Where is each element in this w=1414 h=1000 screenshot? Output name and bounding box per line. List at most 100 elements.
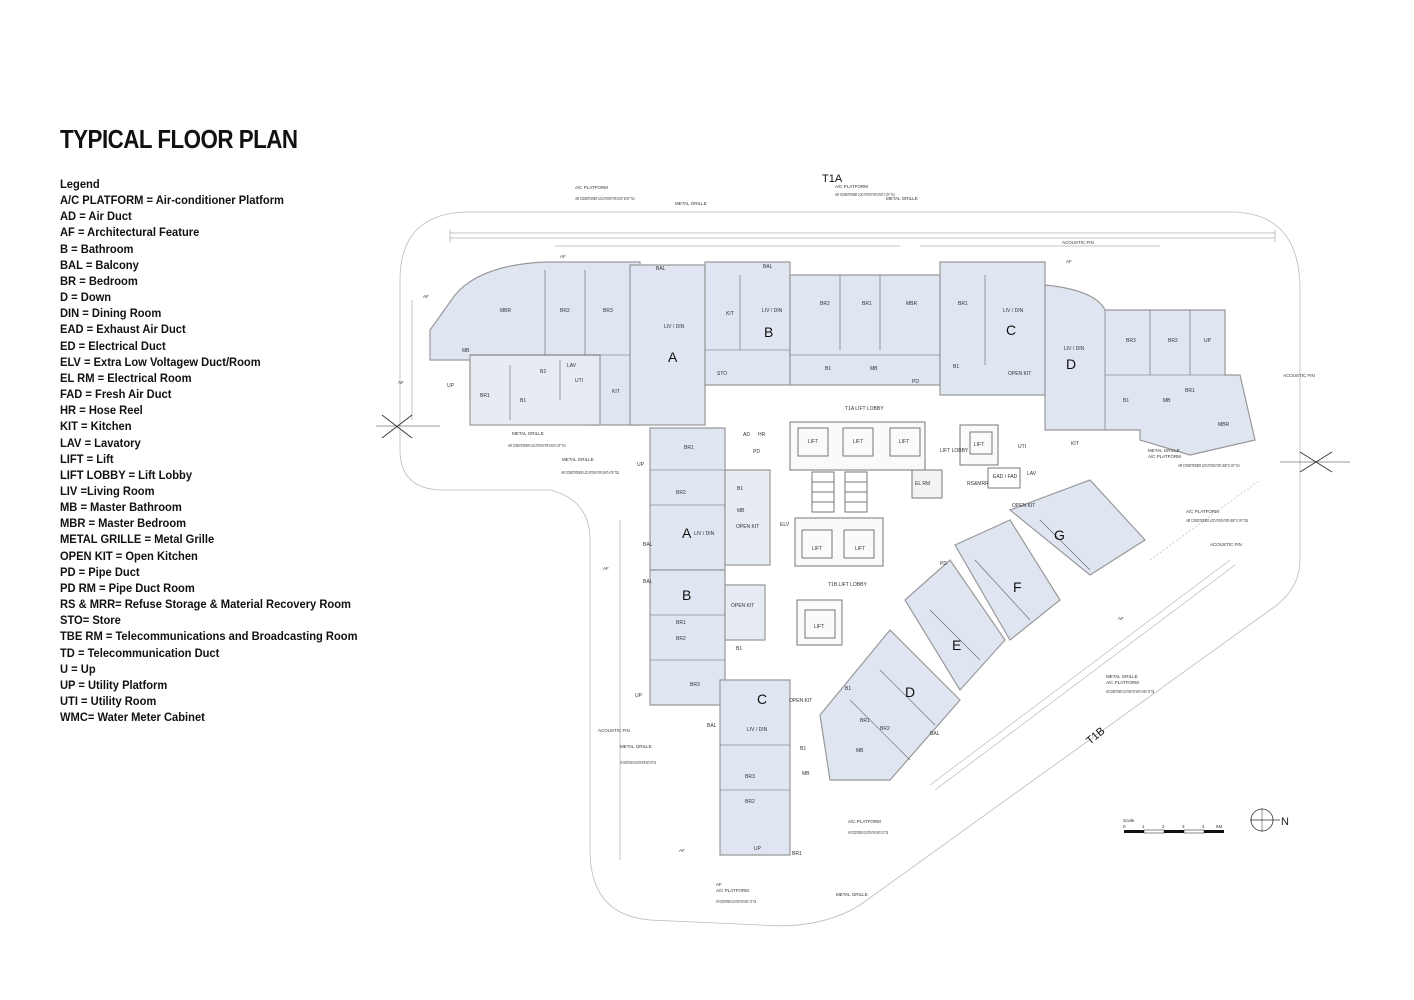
room-label: BR2 [676, 490, 686, 496]
note-ac-location: AIR CONDITIONER LOCATION FOR UNIT A OF T… [561, 470, 619, 475]
room-label: MBR [906, 301, 918, 307]
legend-item: FAD = Fresh Air Duct [60, 387, 172, 402]
unit-t1b-a-kitchen [724, 469, 771, 566]
unit-t1a-a-service [469, 354, 601, 426]
room-label: LIV / DIN [1064, 346, 1085, 352]
room-label: BR1 [860, 718, 870, 724]
note-af: AF [398, 380, 404, 385]
note-metal-grille: METAL GRILLE [675, 201, 707, 206]
room-label: BAL [656, 266, 666, 272]
note-af: AF [560, 254, 566, 259]
ad-label: AD [743, 432, 750, 438]
lift-label: LIFT [808, 439, 818, 445]
note-af: AF [679, 848, 685, 853]
scale-tick: 2 [1162, 824, 1165, 829]
room-label: BR3 [603, 308, 613, 314]
room-label: PD [912, 379, 919, 385]
legend-item: LIV =Living Room [60, 483, 155, 498]
note-ac-platform: A/C PLATFORM [848, 819, 881, 824]
legend: Legend A/C PLATFORM = Air-conditioner Pl… [60, 176, 358, 725]
room-label: MB [856, 748, 864, 754]
lobby-label-t1b: T1B LIFT LOBBY [828, 582, 867, 588]
note-af: AF [603, 566, 609, 571]
note-metal-grille: METAL GRILLE [1106, 674, 1138, 679]
legend-item: TD = Telecommunication Duct [60, 645, 220, 660]
room-label: BR2 [880, 726, 890, 732]
room-label: BR2 [1168, 338, 1178, 344]
note-metal-grille: METAL GRILLE [512, 431, 544, 436]
site-boundary [399, 211, 1301, 927]
room-label: MB [737, 508, 745, 514]
unit-label-t1a-d: D [1066, 356, 1076, 372]
legend-item: DIN = Dining Room [60, 306, 162, 321]
unit-t1b-e [904, 559, 1006, 691]
legend-item: B = Bathroom [60, 241, 134, 256]
room-label: BR3 [690, 682, 700, 688]
room-labels: MBR BR2 BR3 BR1 B1 B2 LAV UTI KIT UP MB … [447, 264, 1230, 857]
legend-item: METAL GRILLE = Metal Grille [60, 532, 215, 547]
room-label: LIV / DIN [762, 308, 783, 314]
dimension-lines [411, 230, 1276, 860]
legend-item: EL RM = Electrical Room [60, 370, 192, 385]
note-ac-platform: A/C PLATFORM [1106, 680, 1139, 685]
room-label: B1 [737, 486, 743, 492]
room-label: OPEN KIT [1008, 371, 1031, 377]
room-label: B1 [825, 366, 831, 372]
room-label: B1 [736, 646, 742, 652]
room-label: B1 [953, 364, 959, 370]
unit-t1b-g [1008, 479, 1146, 576]
unit-label-t1a-a: A [668, 349, 678, 365]
room-label: BR2 [676, 636, 686, 642]
room-label: B2 [540, 369, 546, 375]
legend-item: PD = Pipe Duct [60, 564, 140, 579]
lift-lobby-label: LIFT LOBBY [940, 448, 969, 454]
room-label: KIT [612, 389, 620, 395]
scale-bar: Scale 0 1 2 3 4 5M [1123, 818, 1224, 834]
unit-t1b-d [819, 629, 961, 781]
room-label: UP [635, 693, 643, 699]
room-label: MBR [500, 308, 512, 314]
room-label: LAV [1027, 471, 1037, 477]
room-label: BR2 [745, 799, 755, 805]
legend-item: MB = Master Bathroom [60, 500, 182, 515]
note-ac-location: AIR CONDITIONER LOCATION FOR UNIT G OF T… [1186, 518, 1248, 523]
legend-item: D = Down [60, 290, 112, 305]
room-label: BR1 [676, 620, 686, 626]
legend-item: OPEN KIT = Open Kitchen [60, 548, 198, 563]
legend-item: MBR = Master Bedroom [60, 516, 187, 531]
room-label: UTI [575, 378, 583, 384]
room-label: LIV / DIN [1003, 308, 1024, 314]
unit-t1b-c [719, 679, 791, 856]
room-label: BAL [930, 731, 940, 737]
unit-t1a-bedrooms [789, 274, 941, 386]
room-label: B1 [520, 398, 526, 404]
legend-item: STO= Store [60, 613, 121, 628]
scale-tick: 3 [1182, 824, 1185, 829]
room-label: B1 [845, 686, 851, 692]
room-label: OPEN KIT [1012, 503, 1035, 509]
lift-label: LIFT [853, 439, 863, 445]
unit-label-t1b-g: G [1054, 527, 1065, 543]
tower-t1b [649, 427, 1146, 856]
elv-label: ELV [780, 522, 790, 528]
note-metal-grille: METAL GRILLE [562, 457, 594, 462]
legend-item: U = Up [60, 661, 96, 676]
room-label: BR1 [1185, 388, 1195, 394]
room-label: BR1 [792, 851, 802, 857]
room-label: BR2 [560, 308, 570, 314]
room-label: LIV / DIN [694, 531, 715, 537]
hr-label: HR [758, 432, 766, 438]
pd-label: PD [753, 449, 760, 455]
note-af: AF [1066, 259, 1072, 264]
note-ac-location: AIR CONDITIONER LOCATION FOR UNIT C OF T… [716, 899, 756, 904]
el-rm-label: EL RM [915, 481, 930, 487]
note-metal-grille: METAL GRILLE [836, 892, 868, 897]
room-label: BR1 [684, 445, 694, 451]
legend-heading: Legend [60, 177, 100, 191]
lift-label: LIFT [812, 546, 822, 552]
room-label: UP [447, 383, 455, 389]
room-label: BR2 [820, 301, 830, 307]
lobby-label-t1a: T1A LIFT LOBBY [845, 406, 884, 412]
note-ac-platform: A/C PLATFORM [1148, 454, 1181, 459]
rs-mrr-label: RS&MRR [967, 481, 989, 487]
